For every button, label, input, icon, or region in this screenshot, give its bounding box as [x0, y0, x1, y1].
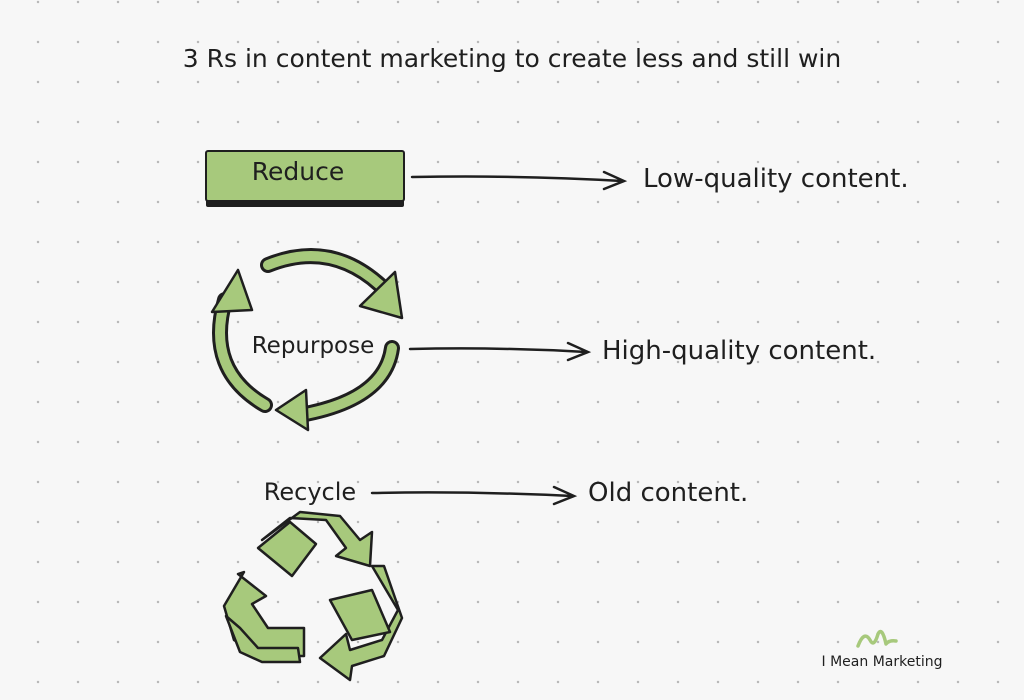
reduce-label: Reduce [251, 157, 345, 186]
recycle-label: Recycle [263, 478, 357, 506]
recycle-description: Old content. [588, 478, 749, 508]
recycle-icon [222, 510, 404, 682]
arrow-repurpose [408, 341, 592, 362]
diagram-title: 3 Rs in content marketing to create less… [182, 44, 842, 73]
repurpose-description: High-quality content. [602, 336, 877, 366]
arrow-recycle [370, 485, 578, 506]
reduce-description: Low-quality content. [643, 164, 909, 194]
brand-logo-icon [856, 629, 898, 648]
reduce-box [205, 150, 405, 202]
arrow-reduce [410, 170, 628, 191]
repurpose-label: Repurpose [251, 333, 375, 359]
repurpose-cycle-icon [210, 248, 404, 432]
brand-name: I Mean Marketing [821, 654, 943, 670]
